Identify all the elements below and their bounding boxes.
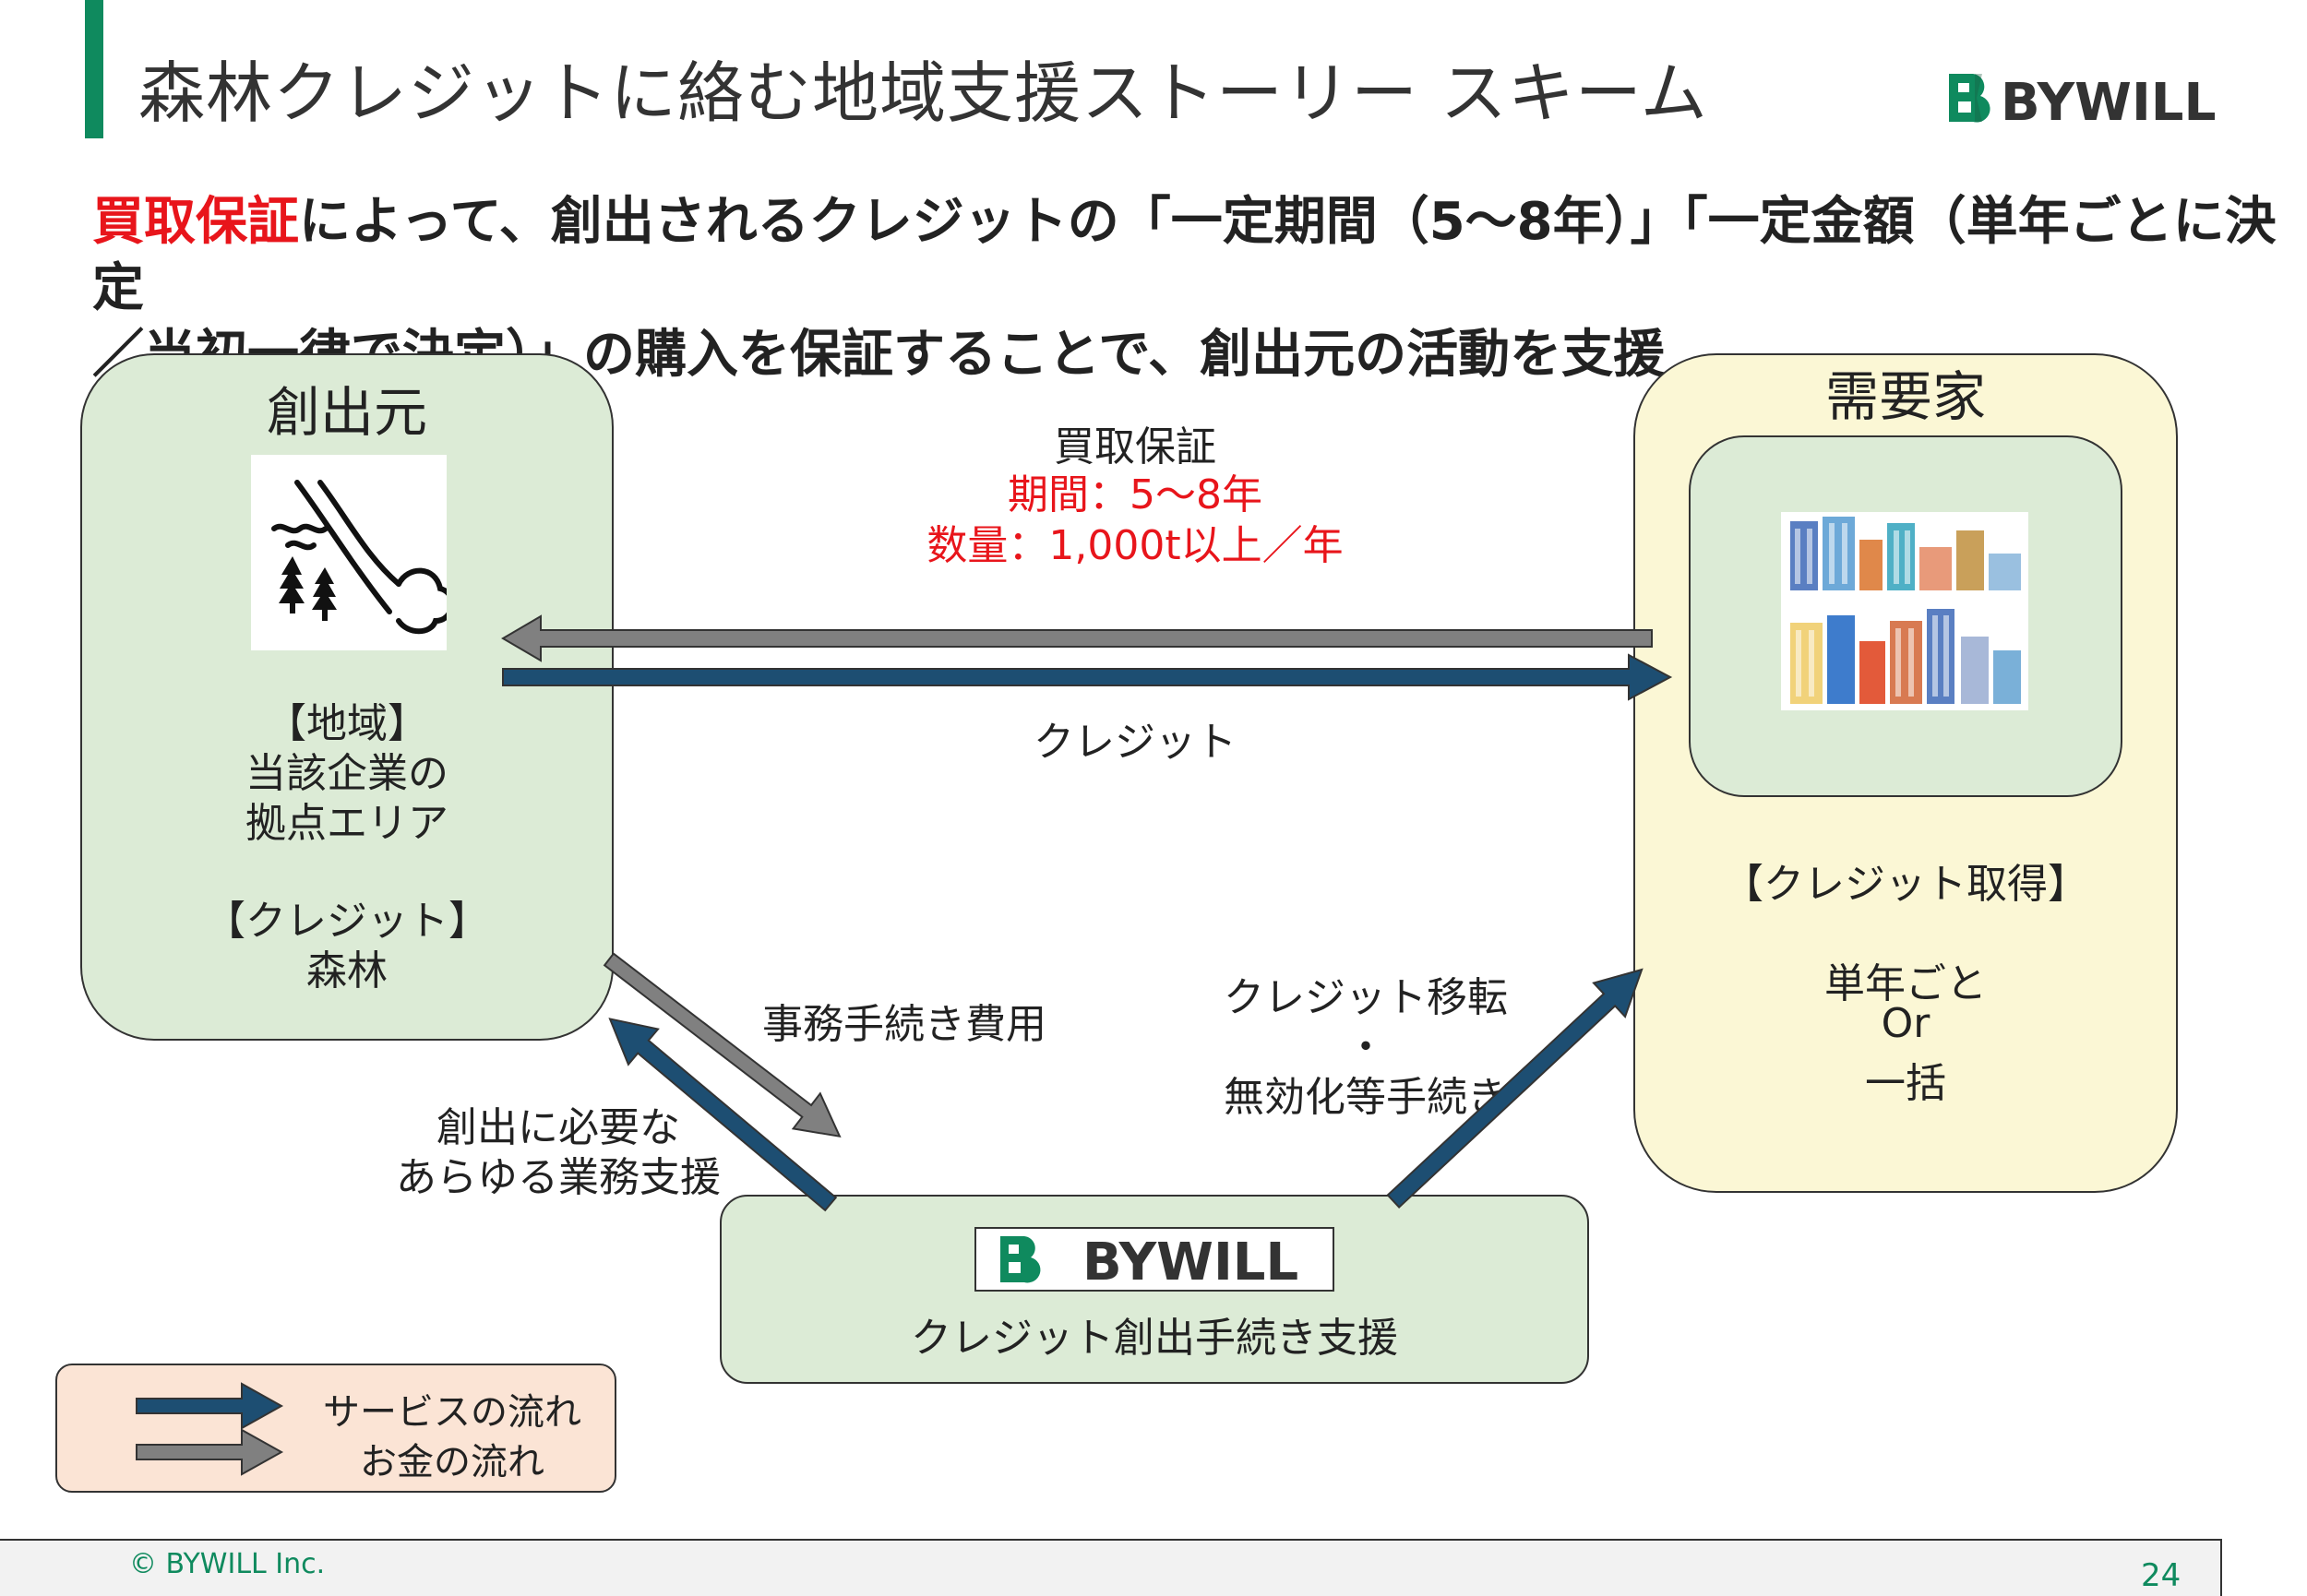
credit-type-value: 森林	[306, 947, 388, 995]
service-arrow-transfer	[1386, 968, 1644, 1209]
transfer-label-dot: ・	[1345, 1024, 1386, 1071]
region-line2: 拠点エリア	[245, 800, 448, 847]
transfer-label-line2: 無効化等手続き	[1224, 1074, 1508, 1121]
region-label: 【地域】	[266, 700, 428, 747]
guarantee-title: 買取保証	[1054, 423, 1216, 470]
bywill-logo-text: BYWILL	[2001, 73, 2215, 131]
bywill-caption: クレジット創出手続き支援	[911, 1315, 1398, 1362]
legend-money-arrow	[136, 1428, 284, 1476]
lead-text: 買取保証によって、創出されるクレジットの「一定期間（5～8年）」「一定金額（単年…	[92, 189, 2289, 388]
transfer-label-line1: クレジット移転	[1224, 974, 1508, 1021]
legend-money-label: お金の流れ	[360, 1441, 544, 1483]
copyright: © BYWILL Inc.	[129, 1548, 326, 1580]
legend-service-label: サービスの流れ	[323, 1391, 581, 1434]
credit-type-label: 【クレジット】	[205, 898, 489, 945]
city-buildings-icon	[1781, 512, 2028, 710]
acquire-label: 【クレジット取得】	[1723, 861, 2088, 908]
service-arrow-credit	[502, 653, 1673, 701]
credit-flow-label: クレジット	[1034, 719, 1237, 766]
money-arrow-guarantee	[501, 614, 1653, 662]
bywill-panel-logo: BYWILL	[974, 1227, 1334, 1292]
lead-emphasis: 買取保証	[92, 192, 299, 252]
source-title: 創出元	[266, 381, 427, 444]
title-accent-bar	[85, 0, 103, 138]
service-arrow-support	[608, 1018, 838, 1212]
legend-service-arrow	[136, 1382, 284, 1430]
lead-line1: によって、創出されるクレジットの「一定期間（5～8年）」「一定金額（単年ごとに決…	[92, 192, 2277, 318]
admin-fee-label: 事務手続き費用	[762, 1001, 1046, 1048]
support-label-line1: 創出に必要な	[436, 1104, 680, 1151]
acquire-option-or: Or	[1881, 1000, 1930, 1047]
demand-title: 需要家	[1824, 365, 1986, 428]
page-number: 24	[2141, 1557, 2181, 1594]
acquire-option-single: 単年ごと	[1824, 960, 1987, 1007]
guarantee-volume: 数量：1,000t以上／年	[926, 522, 1344, 569]
money-arrow-admin-fee	[603, 952, 842, 1138]
page-title: 森林クレジットに絡む地域支援ストーリー スキーム	[138, 54, 1708, 132]
footer-border-right	[2220, 1539, 2222, 1596]
bywill-mark-icon	[1000, 1236, 1041, 1283]
legend	[55, 1364, 616, 1493]
footer-background	[0, 1541, 2220, 1596]
forest-landslide-icon	[251, 455, 455, 650]
bywill-panel-logo-text: BYWILL	[1082, 1233, 1298, 1290]
region-line1: 当該企業の	[245, 750, 448, 797]
footer-divider	[0, 1539, 2222, 1541]
acquire-option-bulk: 一括	[1865, 1060, 1946, 1107]
support-label-line2: あらゆる業務支援	[396, 1154, 721, 1201]
guarantee-period: 期間：5～8年	[1008, 471, 1262, 518]
bywill-mark-icon	[1949, 74, 1990, 123]
bywill-logo: BYWILL	[1949, 73, 2215, 131]
